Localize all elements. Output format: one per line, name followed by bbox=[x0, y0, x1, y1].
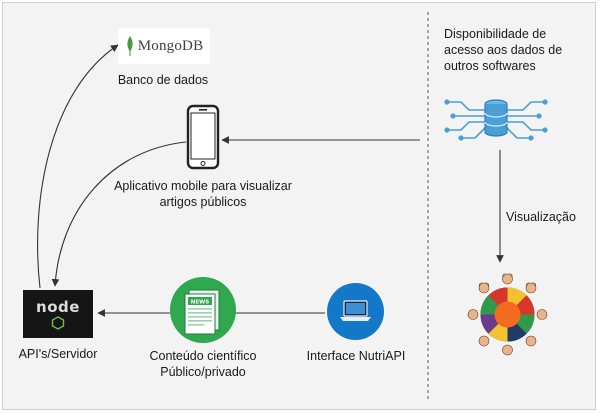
external-access-label-line2: acesso aos dados de bbox=[444, 43, 563, 57]
content-label-line2: Público/privado bbox=[160, 365, 246, 379]
content-label-line1: Conteúdo científico bbox=[149, 349, 257, 363]
content-icon-circle: NEWS bbox=[170, 277, 236, 343]
nutriapi-label: Interface NutriAPI bbox=[306, 349, 406, 363]
newspaper-icon: NEWS bbox=[184, 289, 220, 335]
nodejs-hexagon-icon bbox=[51, 316, 65, 330]
mobile-app-label-line2: artigos públicos bbox=[159, 195, 247, 209]
newspaper-icon-text: NEWS bbox=[191, 300, 209, 306]
external-access-label-line3: outros softwares bbox=[444, 59, 536, 73]
nodejs-logo-icon: node bbox=[23, 290, 93, 338]
user-group-icon bbox=[467, 273, 548, 356]
laptop-icon bbox=[340, 300, 371, 321]
nodejs-logo-text: node bbox=[36, 298, 80, 316]
mongodb-logo: MongoDB bbox=[118, 28, 210, 64]
external-access-label-line1: Disponibilidade de bbox=[444, 27, 547, 41]
mobile-app-label-line1: Aplicativo mobile para visualizar bbox=[114, 179, 292, 193]
smartphone-icon bbox=[186, 104, 220, 170]
mongodb-label: Banco de dados bbox=[117, 73, 209, 87]
database-network-icon bbox=[444, 99, 548, 141]
api-server-label: API's/Servidor bbox=[18, 347, 98, 361]
visualization-edge-label: Visualização bbox=[506, 210, 576, 224]
mongodb-logo-text: MongoDB bbox=[137, 37, 204, 54]
nutriapi-icon-circle bbox=[327, 283, 384, 340]
mongodb-leaf-icon bbox=[127, 36, 133, 56]
